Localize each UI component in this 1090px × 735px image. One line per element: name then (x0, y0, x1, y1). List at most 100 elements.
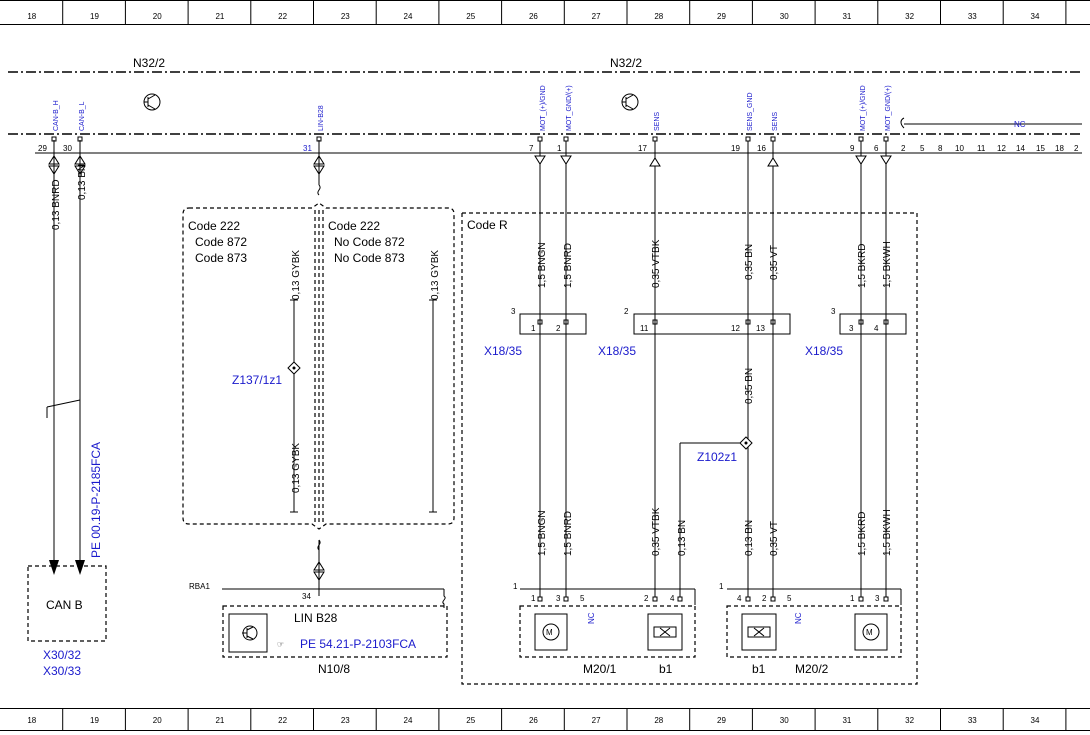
ruler-column-label: 25 (466, 716, 475, 725)
m20-1-pin-3: 3 (556, 594, 561, 603)
pin-16: 16 (757, 144, 766, 153)
lin-b28-label: LIN B28 (294, 611, 338, 625)
x18-35-b-count: 2 (624, 307, 629, 316)
wire-vt-top: 0,35 VT (769, 245, 780, 280)
pin-2b: 2 (1074, 144, 1079, 153)
signal-labels: CAN-B_H CAN-B_L LIN-B28 MOT_(+)/GND MOT_… (53, 85, 892, 131)
wire-bkwh-bottom: 1,5 BKWH (882, 509, 893, 556)
wire-gybk-3: 0,13 GYBK (430, 250, 441, 300)
m20-2-label: M20/2 (795, 662, 829, 676)
pe-can-reference[interactable]: PE 00.19-P-2185FCA (89, 442, 103, 558)
motor-icon (542, 623, 560, 641)
wire-bkrd-top: 1,5 BKRD (857, 244, 868, 288)
can-b-label: CAN B (46, 598, 83, 612)
ruler-column-label: 20 (153, 716, 162, 725)
ruler-column-label: 32 (905, 716, 914, 725)
x18-35-b-label[interactable]: X18/35 (598, 344, 636, 358)
lin-wire (317, 140, 321, 596)
ruler-column-label: 30 (780, 716, 789, 725)
pin-7: 7 (529, 144, 534, 153)
ruler-column-label: 23 (341, 716, 350, 725)
code-222-a: Code 222 (188, 219, 240, 233)
x18-35-c-count: 3 (831, 307, 836, 316)
x18-35-connectors: 3 1 2 X18/35 2 11 12 13 X18/35 3 3 4 X18… (484, 307, 907, 358)
ruler-column-label: 34 (1031, 716, 1040, 725)
ruler-column-label: 28 (654, 12, 663, 21)
motor-icon: M (546, 628, 553, 637)
signal-mot-gnd-c: MOT_(+)/GND (860, 85, 867, 131)
motor-wires (534, 153, 892, 602)
signal-sens: SENS (654, 112, 661, 131)
wire-gybk-2: 0,13 GYBK (291, 443, 302, 493)
pin-5: 5 (920, 144, 925, 153)
pin-stubs (48, 136, 889, 581)
code-r-box (461, 212, 918, 685)
signal-mot-gnd-a: MOT_(+)/GND (540, 85, 547, 131)
x18-35-b-pin-13: 13 (756, 324, 765, 333)
ruler-column-label: 25 (466, 12, 475, 21)
wire-can-bn: 0,13 BN (77, 164, 88, 200)
pin-12: 12 (997, 144, 1006, 153)
x18-35-a-pin-1: 1 (531, 324, 536, 333)
code-r-label: Code R (467, 218, 508, 232)
x30-33-label[interactable]: X30/33 (43, 664, 81, 678)
ruler-column-label: 33 (968, 12, 977, 21)
x18-35-b-pin-11: 11 (640, 324, 649, 333)
ruler-column-label: 27 (592, 716, 601, 725)
ruler-column-label: 19 (90, 716, 99, 725)
signal-can-l: CAN-B_L (79, 101, 86, 131)
pin-31: 31 (303, 144, 312, 153)
ruler-column-label: 20 (153, 12, 162, 21)
wire-vtbk-bottom: 0,35 VTBK (651, 507, 662, 556)
can-wires: 0,13 BNRD 0,13 BN PE 00.19-P-2185FCA (46, 140, 103, 575)
signal-sens-2: SENS (772, 112, 779, 131)
wire-bn-top: 0,35 BN (744, 244, 755, 280)
pin-1: 1 (557, 144, 562, 153)
wire-bn013-bottom: 0,13 BN (677, 520, 688, 556)
pin-2: 2 (901, 144, 906, 153)
can-b-box (27, 565, 107, 642)
code-222-b: Code 222 (328, 219, 380, 233)
z102-label[interactable]: Z102z1 (697, 450, 737, 464)
pin-10: 10 (955, 144, 964, 153)
ruler-column-label: 28 (654, 716, 663, 725)
pin-30: 30 (63, 144, 72, 153)
m20-2-pin-5: 5 (787, 594, 792, 603)
ruler-column-label: 29 (717, 12, 726, 21)
wire-can-bnrd: 0,13 BNRD (51, 179, 62, 230)
ruler-column-label: 29 (717, 716, 726, 725)
nc-bracket: NC (900, 117, 1082, 129)
b1-b-label: b1 (752, 662, 766, 676)
wire-vtbk-top: 0,35 VTBK (651, 239, 662, 288)
nc-label: NC (1014, 120, 1026, 129)
n10-8-label: N10/8 (318, 662, 350, 676)
z137-label[interactable]: Z137/1z1 (232, 373, 282, 387)
m20-2-component: 1 4 2 5 1 3 NC M b1 M20/2 (719, 582, 902, 676)
nc-a-label: NC (587, 612, 596, 624)
wire-bnrd-top: 1,5 BNRD (563, 243, 574, 288)
wire-bkrd-bottom: 1,5 BKRD (857, 512, 868, 556)
x18-35-c-pin-4: 4 (874, 324, 879, 333)
wire-bngn-top: 1,5 BNGN (537, 242, 548, 288)
x18-35-c-label[interactable]: X18/35 (805, 344, 843, 358)
ruler-column-label: 31 (842, 12, 851, 21)
wire-bngn-bottom: 1,5 BNGN (537, 510, 548, 556)
wire-bn-mid: 0,35 BN (744, 368, 755, 404)
n32-2-label-right: N32/2 (610, 56, 642, 70)
x30-32-label[interactable]: X30/32 (43, 648, 81, 662)
wire-bn013-bottom-2: 0,13 BN (744, 520, 755, 556)
sensor-icon (741, 613, 777, 651)
code-873-b: No Code 873 (334, 251, 405, 265)
gybk-wires: 0,13 GYBK 0,13 GYBK Z137/1z1 0,13 GYBK (232, 250, 441, 513)
x18-35-a-label[interactable]: X18/35 (484, 344, 522, 358)
x18-35-c-pin-3: 3 (849, 324, 854, 333)
wire-bkwh-top: 1,5 BKWH (882, 241, 893, 288)
ruler-column-label: 22 (278, 12, 287, 21)
pe-lin-reference[interactable]: PE 54.21-P-2103FCA (300, 637, 416, 651)
m20-1-pin-5: 5 (580, 594, 585, 603)
signal-sens-gnd: SENS_GND (747, 92, 754, 131)
m20-2-pin-1: 1 (850, 594, 855, 603)
wire-bnrd-bottom: 1,5 BNRD (563, 511, 574, 556)
ruler-column-label: 26 (529, 12, 538, 21)
